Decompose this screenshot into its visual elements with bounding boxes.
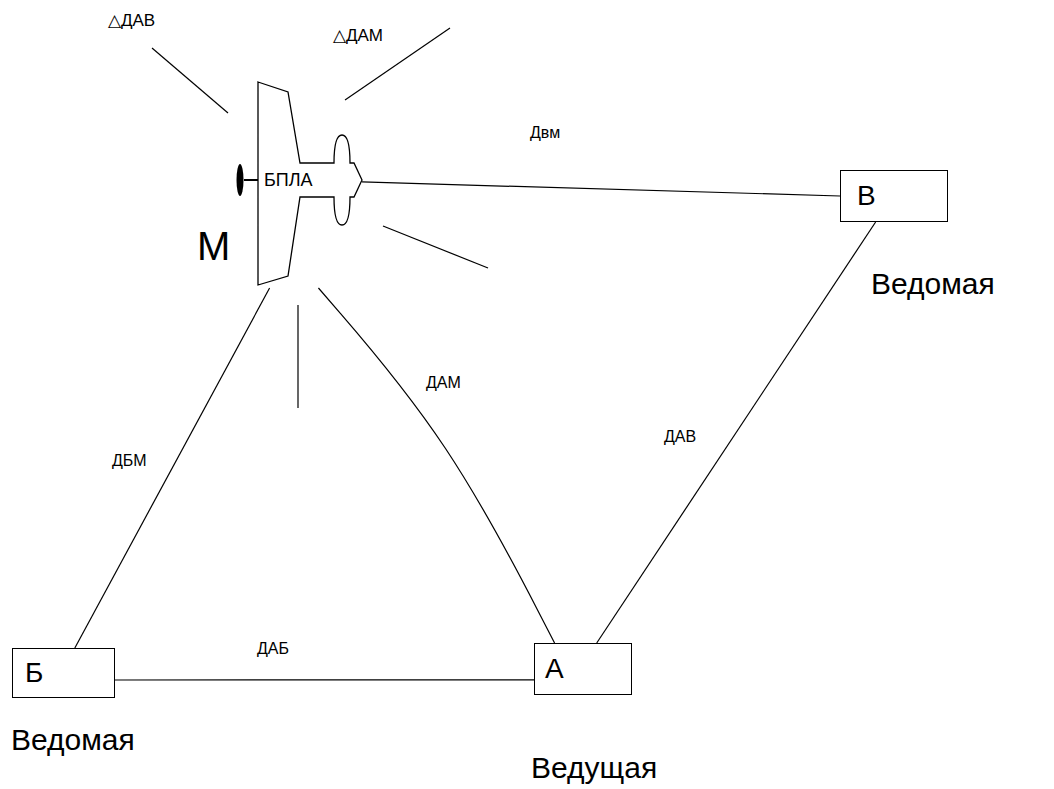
- station-box: БВедомая: [12, 648, 115, 698]
- station-letter: В: [857, 182, 876, 210]
- uav-label: БПЛА: [264, 171, 313, 189]
- station-letter: А: [545, 655, 564, 683]
- station-role: Ведущая: [531, 753, 657, 783]
- distance-label: ДАВ: [662, 428, 698, 446]
- distance-label: ДАБ: [255, 640, 291, 658]
- uav-body: [258, 82, 362, 285]
- distance-line: [362, 182, 840, 196]
- station-box: ВВедомая: [840, 170, 948, 222]
- distance-line: [75, 288, 270, 648]
- distance-label: ДБМ: [110, 452, 149, 470]
- station-box: АВедущая: [534, 643, 632, 695]
- distance-line: [597, 222, 876, 643]
- signal-ray: [297, 305, 298, 408]
- error-label: △ДАМ: [333, 27, 383, 44]
- station-role: Ведомая: [871, 269, 995, 299]
- signal-ray: [383, 226, 488, 268]
- station-role: Ведомая: [11, 725, 135, 755]
- distance-label: Двм: [528, 124, 562, 142]
- distance-line: [318, 288, 554, 643]
- distance-line: [115, 679, 534, 680]
- propeller-shaft: [244, 179, 258, 181]
- propeller: [237, 164, 244, 196]
- error-label: △ДАВ: [108, 12, 155, 29]
- signal-ray: [152, 48, 228, 113]
- uav-node: БПЛАМ: [230, 80, 362, 288]
- station-letter: Б: [25, 659, 43, 687]
- point-letter: М: [197, 226, 230, 266]
- distance-label: ДАМ: [424, 374, 463, 392]
